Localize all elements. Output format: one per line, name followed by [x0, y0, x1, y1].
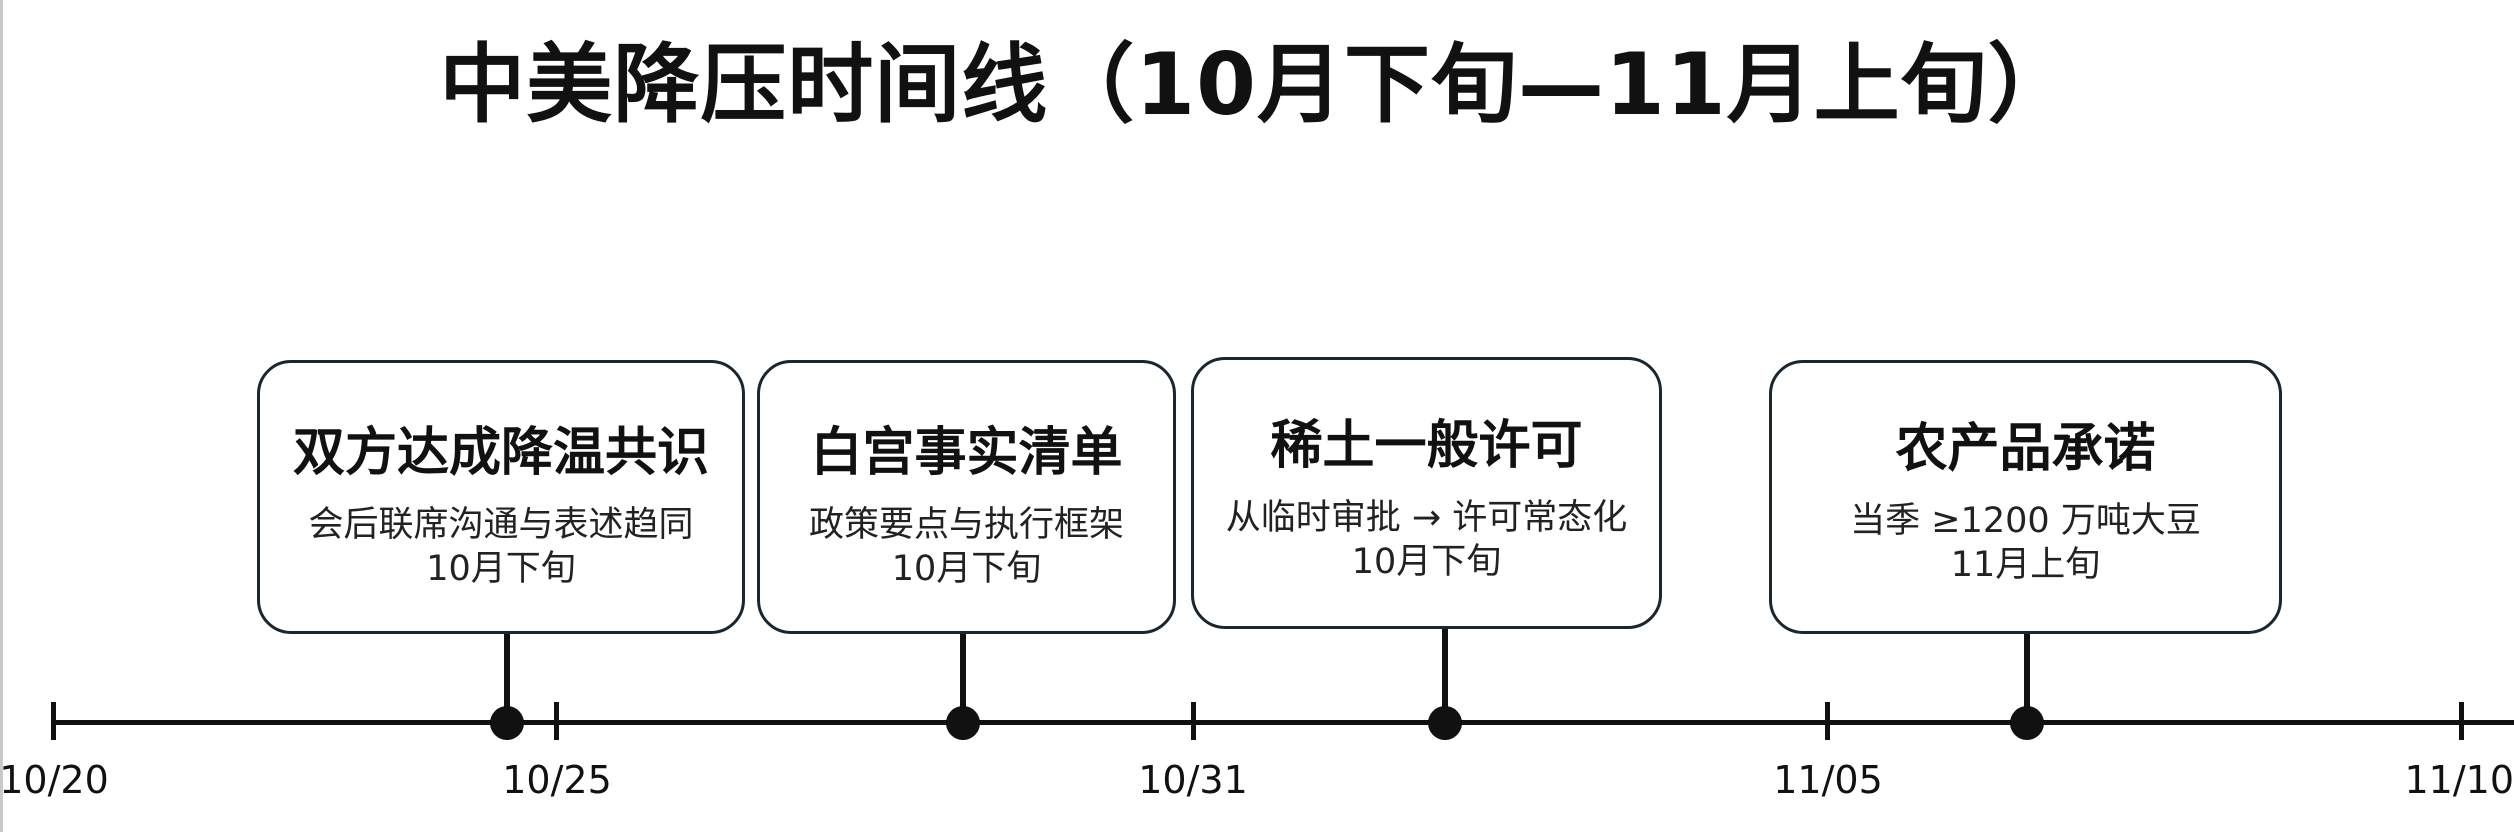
event-title: 白宫事实清单 [810, 423, 1123, 483]
event-date: 10月下旬 [1351, 542, 1502, 582]
event-connector [960, 634, 966, 722]
axis-tick-label-1031: 10/31 [1138, 758, 1248, 802]
event-connector [2024, 634, 2030, 722]
event-card-consensus: 双方达成降温共识 会后联席沟通与表述趋同 10月下旬 [257, 360, 745, 634]
event-description: 从临时审批 → 许可常态化 [1225, 498, 1628, 538]
timeline-title: 中美降压时间线（10月下旬—11月上旬） [439, 35, 2075, 135]
event-marker [946, 706, 980, 740]
event-marker [1428, 706, 1462, 740]
event-title: 稀土一般许可 [1270, 416, 1583, 476]
axis-tick-1110 [2459, 702, 2464, 740]
event-marker [2010, 706, 2044, 740]
event-date: 11月上旬 [1950, 545, 2101, 585]
event-date: 10月下旬 [426, 549, 576, 589]
axis-tick-label-1105: 11/05 [1773, 758, 1883, 802]
event-card-agriculture-commitment: 农产品承诺 当季 ≥1200 万吨大豆 11月上旬 [1769, 360, 2282, 634]
event-date: 10月下旬 [891, 549, 1042, 589]
event-title: 双方达成降温共识 [292, 423, 709, 483]
axis-tick-label-1025: 10/25 [502, 758, 612, 802]
axis-tick-label-1110: 11/10 [2404, 758, 2514, 802]
axis-tick-1105 [1825, 702, 1830, 740]
event-description: 政策要点与执行框架 [808, 505, 1124, 545]
event-card-fact-sheet: 白宫事实清单 政策要点与执行框架 10月下旬 [757, 360, 1176, 634]
axis-tick-1025 [554, 702, 559, 740]
event-marker [490, 706, 524, 740]
event-connector [1442, 629, 1448, 722]
event-description: 当季 ≥1200 万吨大豆 [1850, 501, 2201, 541]
axis-tick-1020 [51, 702, 56, 740]
event-description: 会后联席沟通与表述趋同 [308, 505, 694, 545]
timeline-axis-line [52, 720, 2514, 725]
event-card-rare-earth-license: 稀土一般许可 从临时审批 → 许可常态化 10月下旬 [1191, 357, 1662, 629]
window-left-border [0, 0, 3, 832]
axis-tick-1031 [1191, 702, 1196, 740]
event-title: 农产品承诺 [1895, 419, 2156, 479]
axis-tick-label-1020: 10/20 [0, 758, 109, 802]
event-connector [504, 634, 510, 722]
